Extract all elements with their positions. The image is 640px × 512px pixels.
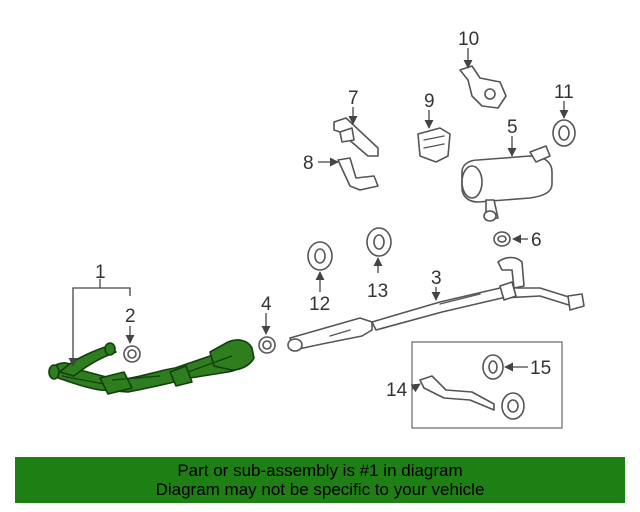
part-14-hanger-bracket[interactable] xyxy=(419,375,525,420)
banner-line-disclaimer: Diagram may not be specific to your vehi… xyxy=(155,480,485,499)
callout-5: 5 xyxy=(507,117,518,138)
callout-14: 14 xyxy=(386,380,408,401)
part-10-hanger-bracket[interactable] xyxy=(459,65,507,109)
part-2-gasket[interactable] xyxy=(123,345,141,363)
part-7-bracket[interactable] xyxy=(333,117,379,157)
callout-11: 11 xyxy=(554,82,574,103)
callout-2: 2 xyxy=(125,306,136,327)
part-11-hanger[interactable] xyxy=(552,119,576,147)
part-9-insulator[interactable] xyxy=(417,127,451,163)
part-6-gasket[interactable] xyxy=(493,231,511,247)
callout-3: 3 xyxy=(431,268,442,289)
part-15-hanger[interactable] xyxy=(482,354,504,380)
callout-12: 12 xyxy=(309,294,330,315)
part-1-front-exhaust-pipe[interactable] xyxy=(48,339,255,395)
callout-4: 4 xyxy=(261,294,272,315)
callout-7: 7 xyxy=(348,88,359,109)
callout-6: 6 xyxy=(531,230,542,251)
part-3-center-pipe[interactable] xyxy=(287,256,585,352)
leader-lines xyxy=(68,48,569,393)
banner-line-part: Part or sub-assembly is #1 in diagram xyxy=(177,461,463,480)
callout-10: 10 xyxy=(458,29,479,50)
part-4-gasket[interactable] xyxy=(258,336,276,354)
callout-15: 15 xyxy=(530,358,551,379)
part-8-bracket[interactable] xyxy=(337,157,379,191)
part-12-hanger[interactable] xyxy=(307,241,333,271)
callout-8: 8 xyxy=(303,153,314,174)
callout-1: 1 xyxy=(95,262,106,283)
part-13-hanger[interactable] xyxy=(366,227,392,257)
callout-13: 13 xyxy=(367,281,388,302)
callout-9: 9 xyxy=(424,91,435,112)
part-5-muffler[interactable] xyxy=(461,145,553,222)
exhaust-parts-diagram: 1 2 3 4 5 6 7 8 9 10 11 12 13 14 15 xyxy=(48,29,585,429)
callout-labels: 1 2 3 4 5 6 7 8 9 10 11 12 13 14 15 xyxy=(95,29,574,401)
part-info-banner: Part or sub-assembly is #1 in diagram Di… xyxy=(15,457,625,503)
